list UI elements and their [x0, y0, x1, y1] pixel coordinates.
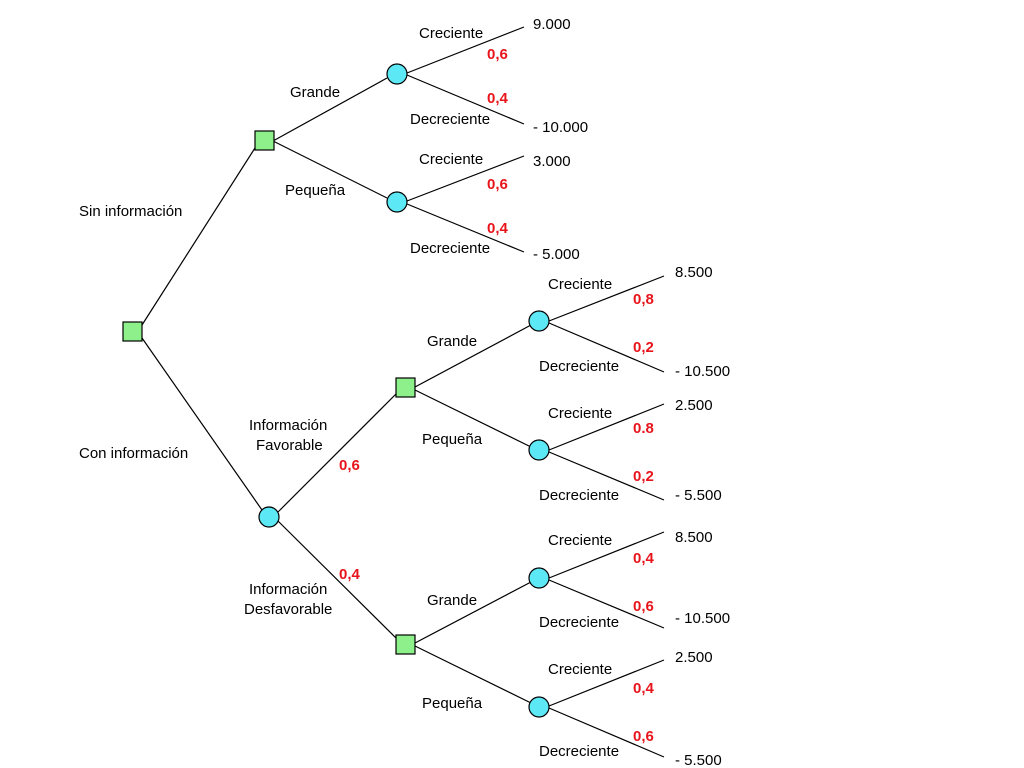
label-sin-pequena: Pequeña	[285, 182, 346, 199]
prob-desf-pequena-creciente: 0,4	[633, 680, 655, 697]
prob-desf-pequena-decreciente: 0,6	[633, 728, 654, 745]
label-fav-grande-decreciente: Decreciente	[539, 358, 619, 375]
prob-desf-grande-creciente: 0,4	[633, 550, 655, 567]
chance-node-sin-grande	[386, 63, 408, 85]
label-info-favorable-line2: Favorable	[256, 437, 323, 454]
payoff-fav-pequena-decreciente: - 5.500	[675, 487, 722, 504]
edge-sin-pequena-decreciente	[406, 203, 525, 253]
decision-node-favorable	[395, 377, 416, 398]
edge-desf-grande	[414, 581, 532, 644]
label-con-informacion: Con información	[79, 445, 188, 462]
label-info-desfavorable-line2: Desfavorable	[244, 601, 332, 618]
label-info-desfavorable-line1: Información	[249, 581, 327, 598]
prob-sin-pequena-creciente: 0,6	[487, 176, 508, 193]
prob-fav-pequena-creciente: 0.8	[633, 420, 654, 437]
edge-fav-pequena-creciente	[548, 403, 665, 451]
label-sin-pequena-creciente: Creciente	[419, 151, 483, 168]
label-fav-pequena: Pequeña	[422, 431, 483, 448]
chance-node-desf-grande	[528, 567, 550, 589]
prob-sin-grande-decreciente: 0,4	[487, 90, 509, 107]
edge-desf-pequena-decreciente	[548, 707, 665, 758]
label-sin-pequena-decreciente: Decreciente	[410, 240, 490, 257]
label-sin-grande-decreciente: Decreciente	[410, 111, 490, 128]
edge-con-info-favorable	[277, 391, 399, 513]
edge-sin-grande-creciente	[406, 26, 525, 74]
branch-labels: Sin información Con información Grande P…	[79, 25, 619, 760]
payoff-desf-pequena-creciente: 2.500	[675, 649, 713, 666]
payoff-fav-grande-creciente: 8.500	[675, 264, 713, 281]
edge-desf-pequena	[414, 645, 532, 704]
chance-node-desf-pequena	[528, 696, 550, 718]
decision-node-desfavorable	[395, 634, 416, 655]
tree-nodes	[122, 63, 550, 718]
prob-info-desfavorable: 0,4	[339, 566, 361, 583]
label-desf-pequena: Pequeña	[422, 695, 483, 712]
label-fav-pequena-creciente: Creciente	[548, 405, 612, 422]
label-desf-grande: Grande	[427, 592, 477, 609]
payoff-desf-grande-creciente: 8.500	[675, 529, 713, 546]
label-desf-pequena-creciente: Creciente	[548, 661, 612, 678]
edge-con-info-desfavorable	[277, 520, 399, 641]
payoff-fav-grande-decreciente: - 10.500	[675, 363, 730, 380]
prob-fav-grande-creciente: 0,8	[633, 291, 654, 308]
label-desf-grande-creciente: Creciente	[548, 532, 612, 549]
edge-root-sin-informacion	[141, 147, 256, 326]
chance-node-sin-pequena	[386, 191, 408, 213]
decision-node-sin-informacion	[254, 130, 275, 151]
edge-fav-grande-creciente	[548, 275, 665, 322]
label-sin-informacion: Sin información	[79, 203, 182, 220]
prob-sin-grande-creciente: 0,6	[487, 46, 508, 63]
label-fav-pequena-decreciente: Decreciente	[539, 487, 619, 504]
chance-node-fav-grande	[528, 310, 550, 332]
edge-desf-grande-creciente	[548, 531, 665, 579]
label-sin-grande-creciente: Creciente	[419, 25, 483, 42]
payoff-fav-pequena-creciente: 2.500	[675, 397, 713, 414]
label-desf-pequena-decreciente: Decreciente	[539, 743, 619, 760]
edge-sin-grande-decreciente	[406, 74, 525, 125]
payoff-labels: 9.000 - 10.000 3.000 - 5.000 8.500 - 10.…	[533, 16, 730, 768]
edge-fav-grande-decreciente	[548, 322, 665, 373]
payoff-sin-pequena-creciente: 3.000	[533, 153, 571, 170]
prob-sin-pequena-decreciente: 0,4	[487, 220, 509, 237]
probability-labels: 0,6 0,4 0,6 0,4 0,6 0,4 0,8 0,2 0.8 0,2 …	[339, 46, 655, 745]
edge-sin-info-grande	[272, 77, 388, 142]
chance-node-con-informacion	[258, 506, 280, 528]
decision-node-root	[122, 321, 143, 342]
edge-desf-pequena-creciente	[548, 659, 665, 707]
payoff-sin-grande-decreciente: - 10.000	[533, 119, 588, 136]
prob-info-favorable: 0,6	[339, 457, 360, 474]
label-fav-grande-creciente: Creciente	[548, 276, 612, 293]
edge-sin-pequena-creciente	[406, 155, 525, 202]
edge-fav-pequena	[414, 389, 532, 448]
tree-edges	[141, 26, 665, 758]
label-fav-grande: Grande	[427, 333, 477, 350]
payoff-sin-pequena-decreciente: - 5.000	[533, 246, 580, 263]
payoff-sin-grande-creciente: 9.000	[533, 16, 571, 33]
edge-root-con-informacion	[141, 337, 263, 511]
edge-fav-grande	[414, 324, 532, 388]
edge-desf-grande-decreciente	[548, 579, 665, 629]
payoff-desf-grande-decreciente: - 10.500	[675, 610, 730, 627]
label-sin-grande: Grande	[290, 84, 340, 101]
edge-sin-info-pequena	[272, 140, 388, 199]
prob-desf-grande-decreciente: 0,6	[633, 598, 654, 615]
label-desf-grande-decreciente: Decreciente	[539, 614, 619, 631]
chance-node-fav-pequena	[528, 439, 550, 461]
label-info-favorable-line1: Información	[249, 417, 327, 434]
payoff-desf-pequena-decreciente: - 5.500	[675, 752, 722, 768]
prob-fav-pequena-decreciente: 0,2	[633, 468, 654, 485]
prob-fav-grande-decreciente: 0,2	[633, 339, 654, 356]
edge-fav-pequena-decreciente	[548, 451, 665, 501]
